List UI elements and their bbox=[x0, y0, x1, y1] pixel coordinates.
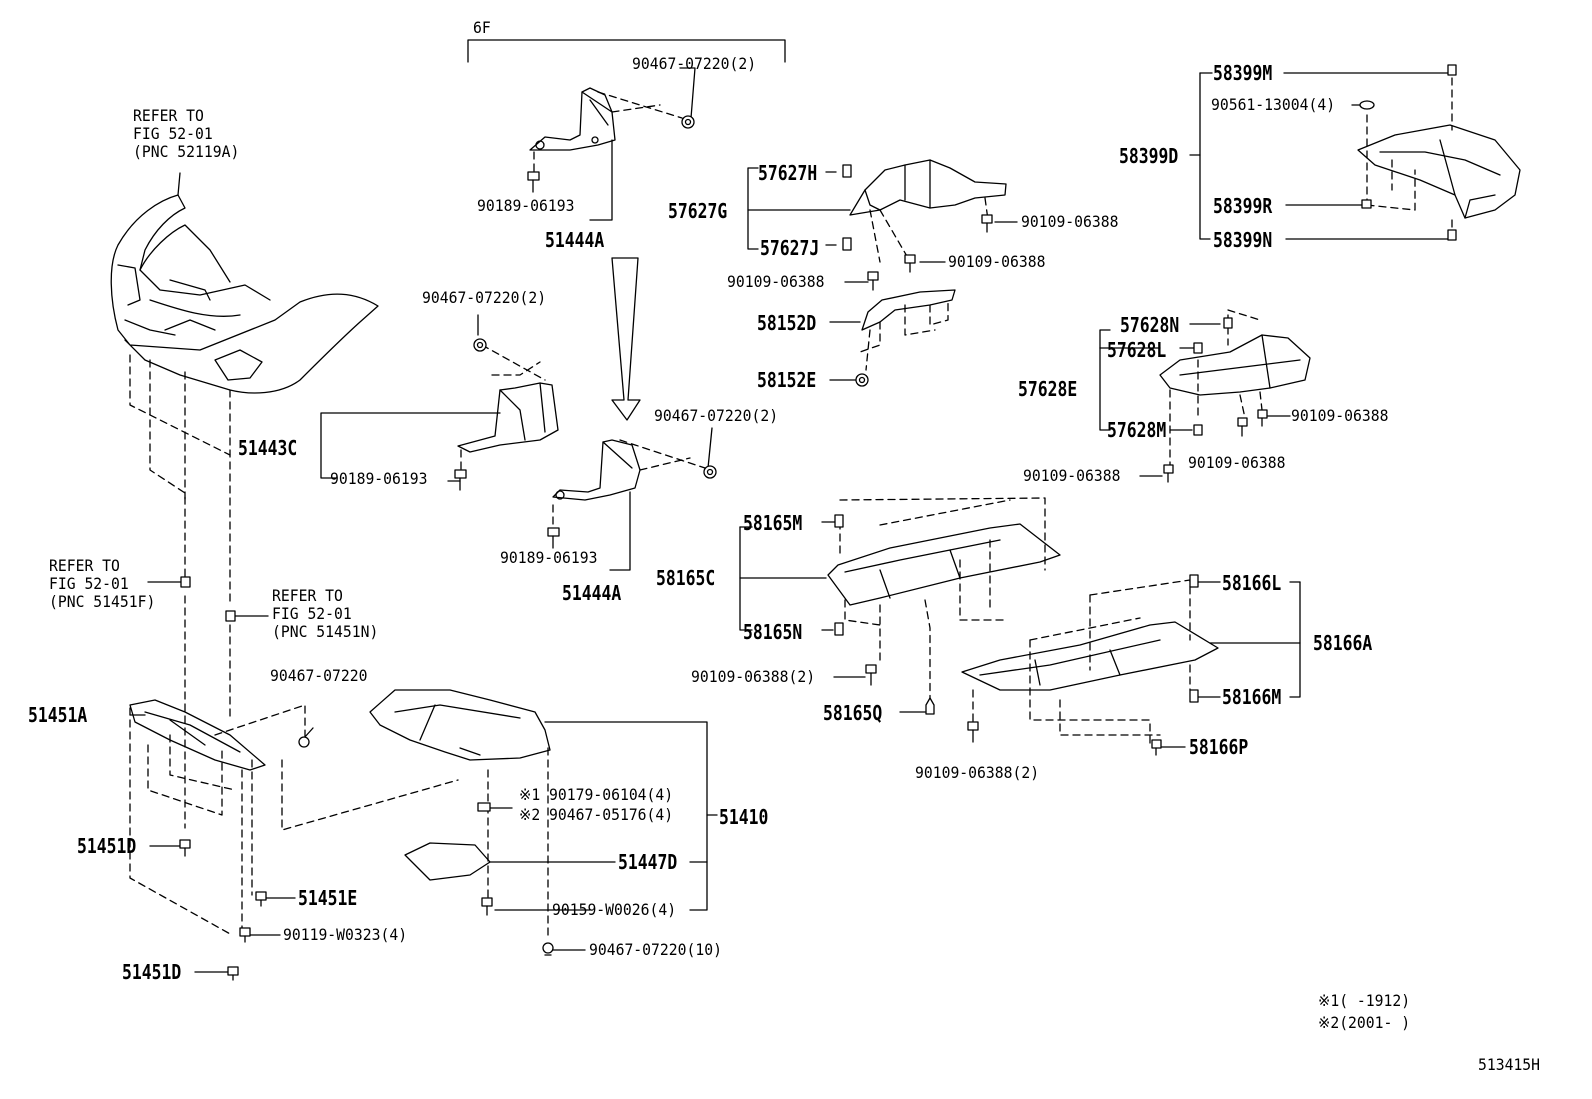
cover-58165c bbox=[827, 523, 1061, 606]
bracket-57627g bbox=[849, 159, 1007, 216]
label-58399n[interactable]: 58399N bbox=[1213, 228, 1273, 252]
cover-58166a bbox=[961, 621, 1219, 691]
label-90109-06388-e[interactable]: 90109-06388 bbox=[1188, 453, 1286, 472]
ref-right-line1: REFER TO bbox=[272, 586, 343, 605]
cover-51410 bbox=[369, 689, 551, 761]
label-90109-06388-a[interactable]: 90109-06388 bbox=[1021, 212, 1119, 231]
ref-left-line3: (PNC 51451F) bbox=[49, 592, 156, 611]
label-58165c[interactable]: 58165C bbox=[656, 566, 716, 590]
label-51443c[interactable]: 51443C bbox=[238, 436, 298, 460]
label-58152d[interactable]: 58152D bbox=[757, 311, 817, 335]
label-90189-06193-top[interactable]: 90189-06193 bbox=[477, 196, 575, 215]
bracket-51443c bbox=[457, 382, 559, 453]
label-90109-06388-f[interactable]: 90109-06388 bbox=[1023, 466, 1121, 485]
label-90467-07220-right[interactable]: 90467-07220(2) bbox=[654, 406, 779, 425]
ref-left-line2: FIG 52-01 bbox=[49, 574, 129, 593]
ref-right-line3: (PNC 51451N) bbox=[272, 622, 379, 641]
label-51451a[interactable]: 51451A bbox=[28, 703, 88, 727]
label-90467-07220-10[interactable]: 90467-07220(10) bbox=[589, 940, 722, 959]
label-51447d[interactable]: 51447D bbox=[618, 850, 678, 874]
ref-bumper-line2: FIG 52-01 bbox=[133, 124, 213, 143]
label-90467-05176[interactable]: ※2 90467-05176(4) bbox=[519, 805, 674, 824]
note-1: ※1( -1912) bbox=[1318, 991, 1411, 1010]
label-90109-06388-b[interactable]: 90109-06388 bbox=[948, 252, 1046, 271]
cover-51447d bbox=[404, 842, 491, 881]
fasteners bbox=[179, 64, 1457, 981]
label-51451d-a[interactable]: 51451D bbox=[77, 834, 137, 858]
label-58399r[interactable]: 58399R bbox=[1213, 194, 1273, 218]
label-58166l[interactable]: 58166L bbox=[1222, 571, 1282, 595]
down-arrow bbox=[611, 257, 641, 421]
label-58165m[interactable]: 58165M bbox=[743, 511, 803, 535]
ref-bumper-line3: (PNC 52119A) bbox=[133, 142, 240, 161]
label-90189-06193-bot[interactable]: 90189-06193 bbox=[500, 548, 598, 567]
label-57627h[interactable]: 57627H bbox=[758, 161, 818, 185]
ref-bumper-line1: REFER TO bbox=[133, 106, 204, 125]
label-51451e[interactable]: 51451E bbox=[298, 886, 358, 910]
label-90179-06104[interactable]: ※1 90179-06104(4) bbox=[519, 785, 674, 804]
front-bumper-drawing bbox=[110, 172, 379, 394]
label-58399d[interactable]: 58399D bbox=[1119, 144, 1179, 168]
label-90109-06388-2a[interactable]: 90109-06388(2) bbox=[691, 667, 816, 686]
label-90109-06388-2b[interactable]: 90109-06388(2) bbox=[915, 763, 1040, 782]
bracket-51444a-top bbox=[529, 87, 616, 151]
label-90109-06388-c[interactable]: 90109-06388 bbox=[727, 272, 825, 291]
label-57627j[interactable]: 57627J bbox=[760, 236, 820, 260]
label-58166m[interactable]: 58166M bbox=[1222, 685, 1282, 709]
label-90189-06193-mid[interactable]: 90189-06193 bbox=[330, 469, 428, 488]
label-90109-06388-d[interactable]: 90109-06388 bbox=[1291, 406, 1389, 425]
label-90467-07220[interactable]: 90467-07220 bbox=[270, 666, 368, 685]
label-51444a-top[interactable]: 51444A bbox=[545, 228, 605, 252]
label-58166p[interactable]: 58166P bbox=[1189, 735, 1249, 759]
label-58399m[interactable]: 58399M bbox=[1213, 61, 1273, 85]
label-58165n[interactable]: 58165N bbox=[743, 620, 803, 644]
label-57628l[interactable]: 57628L bbox=[1107, 338, 1167, 362]
label-57628n[interactable]: 57628N bbox=[1120, 313, 1180, 337]
label-90159-w0026[interactable]: 90159-W0026(4) bbox=[552, 900, 677, 919]
label-58166a[interactable]: 58166A bbox=[1313, 631, 1373, 655]
label-58165q[interactable]: 58165Q bbox=[823, 701, 883, 725]
label-57628e[interactable]: 57628E bbox=[1018, 377, 1078, 401]
label-90119-w0323[interactable]: 90119-W0323(4) bbox=[283, 925, 408, 944]
label-90561-13004[interactable]: 90561-13004(4) bbox=[1211, 95, 1336, 114]
label-51410[interactable]: 51410 bbox=[719, 805, 769, 829]
bumper-dash-lines bbox=[129, 354, 459, 936]
label-51444a-bot[interactable]: 51444A bbox=[562, 581, 622, 605]
note-2: ※2(2001- ) bbox=[1318, 1013, 1411, 1032]
ref-right-line2: FIG 52-01 bbox=[272, 604, 352, 623]
diagram-code: 513415H bbox=[1478, 1055, 1541, 1074]
label-57628m[interactable]: 57628M bbox=[1107, 418, 1167, 442]
label-57627g[interactable]: 57627G bbox=[668, 199, 728, 223]
label-51451d-b[interactable]: 51451D bbox=[122, 960, 182, 984]
ref-left-line1: REFER TO bbox=[49, 556, 120, 575]
bracket-51444a-bot bbox=[552, 439, 641, 501]
bracket-58152d bbox=[861, 289, 956, 331]
plate-51451a bbox=[129, 699, 266, 771]
cover-58399d bbox=[1357, 124, 1521, 219]
label-90467-07220-top[interactable]: 90467-07220(2) bbox=[632, 54, 757, 73]
label-58152e[interactable]: 58152E bbox=[757, 368, 817, 392]
label-90467-07220-mid[interactable]: 90467-07220(2) bbox=[422, 288, 547, 307]
group-label: 6F bbox=[473, 18, 491, 37]
cover-57628e bbox=[1159, 334, 1311, 396]
group-bracket bbox=[467, 39, 786, 63]
